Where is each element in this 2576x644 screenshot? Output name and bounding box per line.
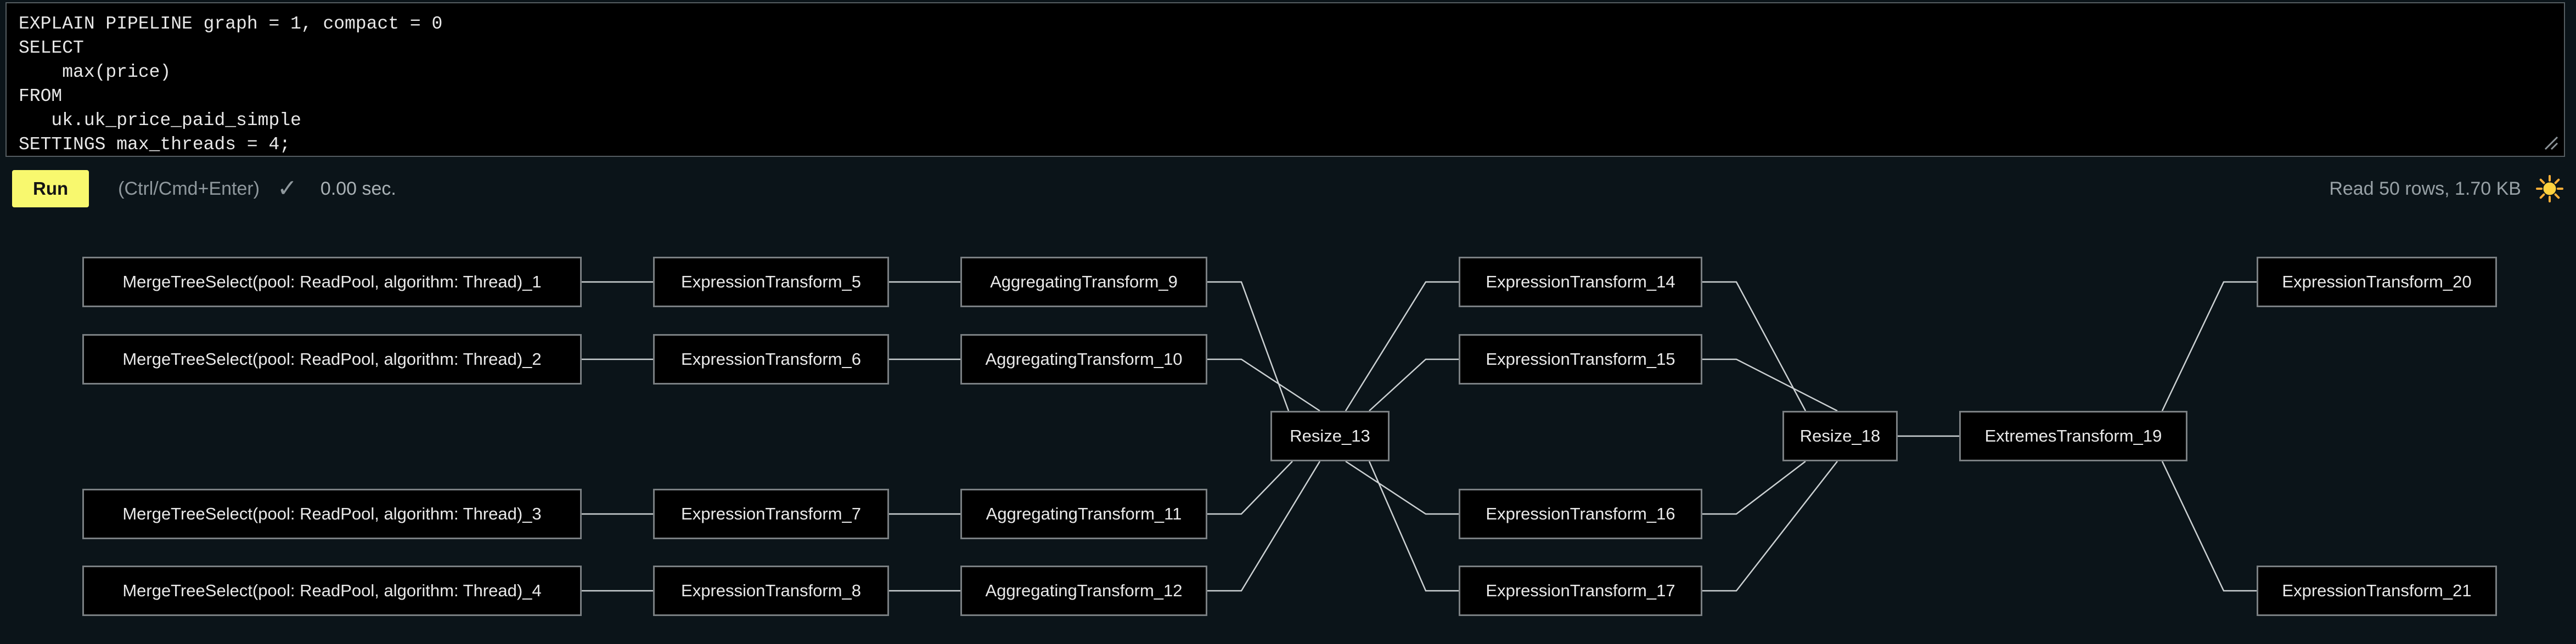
node-MergeTreeSelect_1: MergeTreeSelect(pool: ReadPool, algorith… (82, 257, 582, 307)
sql-editor[interactable]: EXPLAIN PIPELINE graph = 1, compact = 0 … (5, 2, 2565, 157)
node-ExpressionTransform_16: ExpressionTransform_16 (1459, 489, 1702, 539)
theme-toggle-button[interactable] (2535, 174, 2564, 203)
edge-Resize_13-to-ExpressionTransform_15 (1369, 358, 1459, 411)
node-ExpressionTransform_6: ExpressionTransform_6 (653, 334, 889, 385)
node-MergeTreeSelect_2: MergeTreeSelect(pool: ReadPool, algorith… (82, 334, 582, 385)
resize-grip-icon[interactable] (2539, 131, 2560, 151)
edge-ExpressionTransform_17-to-Resize_18 (1702, 461, 1838, 592)
node-AggregatingTransform_10: AggregatingTransform_10 (960, 334, 1207, 385)
edge-ExpressionTransform_15-to-Resize_18 (1702, 358, 1838, 412)
node-Resize_18: Resize_18 (1782, 411, 1898, 461)
node-ExpressionTransform_14: ExpressionTransform_14 (1459, 257, 1702, 307)
edge-ExtremesTransform_19-to-ExpressionTransform_21 (2161, 461, 2257, 592)
node-ExpressionTransform_20: ExpressionTransform_20 (2257, 257, 2497, 307)
node-ExpressionTransform_5: ExpressionTransform_5 (653, 257, 889, 307)
node-ExpressionTransform_15: ExpressionTransform_15 (1459, 334, 1702, 385)
edge-AggregatingTransform_11-to-Resize_13 (1207, 461, 1293, 515)
edge-AggregatingTransform_12-to-Resize_13 (1207, 461, 1321, 592)
run-button[interactable]: Run (12, 170, 89, 207)
checkmark-icon: ✓ (277, 175, 297, 202)
node-ExpressionTransform_17: ExpressionTransform_17 (1459, 566, 1702, 616)
node-AggregatingTransform_12: AggregatingTransform_12 (960, 566, 1207, 616)
toolbar: Run (Ctrl/Cmd+Enter) ✓ 0.00 sec. Read 50… (12, 169, 2564, 208)
node-ExpressionTransform_8: ExpressionTransform_8 (653, 566, 889, 616)
edge-Resize_13-to-ExpressionTransform_17 (1368, 461, 1459, 592)
edge-ExpressionTransform_16-to-Resize_18 (1702, 461, 1806, 515)
read-stats: Read 50 rows, 1.70 KB (2329, 178, 2521, 199)
node-ExpressionTransform_7: ExpressionTransform_7 (653, 489, 889, 539)
edge-Resize_13-to-ExpressionTransform_14 (1345, 281, 1459, 411)
node-Resize_13: Resize_13 (1270, 411, 1390, 461)
sun-icon (2536, 175, 2563, 202)
edge-ExpressionTransform_14-to-Resize_18 (1702, 281, 1807, 411)
node-AggregatingTransform_9: AggregatingTransform_9 (960, 257, 1207, 307)
elapsed-time: 0.00 sec. (320, 178, 396, 199)
node-MergeTreeSelect_4: MergeTreeSelect(pool: ReadPool, algorith… (82, 566, 582, 616)
edge-Resize_13-to-ExpressionTransform_16 (1345, 460, 1459, 515)
edge-AggregatingTransform_9-to-Resize_13 (1207, 281, 1290, 411)
edge-ExtremesTransform_19-to-ExpressionTransform_20 (2161, 281, 2257, 411)
node-ExtremesTransform_19: ExtremesTransform_19 (1959, 411, 2187, 461)
node-MergeTreeSelect_3: MergeTreeSelect(pool: ReadPool, algorith… (82, 489, 582, 539)
edge-AggregatingTransform_10-to-Resize_13 (1207, 358, 1320, 412)
node-AggregatingTransform_11: AggregatingTransform_11 (960, 489, 1207, 539)
shortcut-hint: (Ctrl/Cmd+Enter) (118, 178, 260, 199)
node-ExpressionTransform_21: ExpressionTransform_21 (2257, 566, 2497, 616)
sql-code: EXPLAIN PIPELINE graph = 1, compact = 0 … (19, 14, 443, 155)
